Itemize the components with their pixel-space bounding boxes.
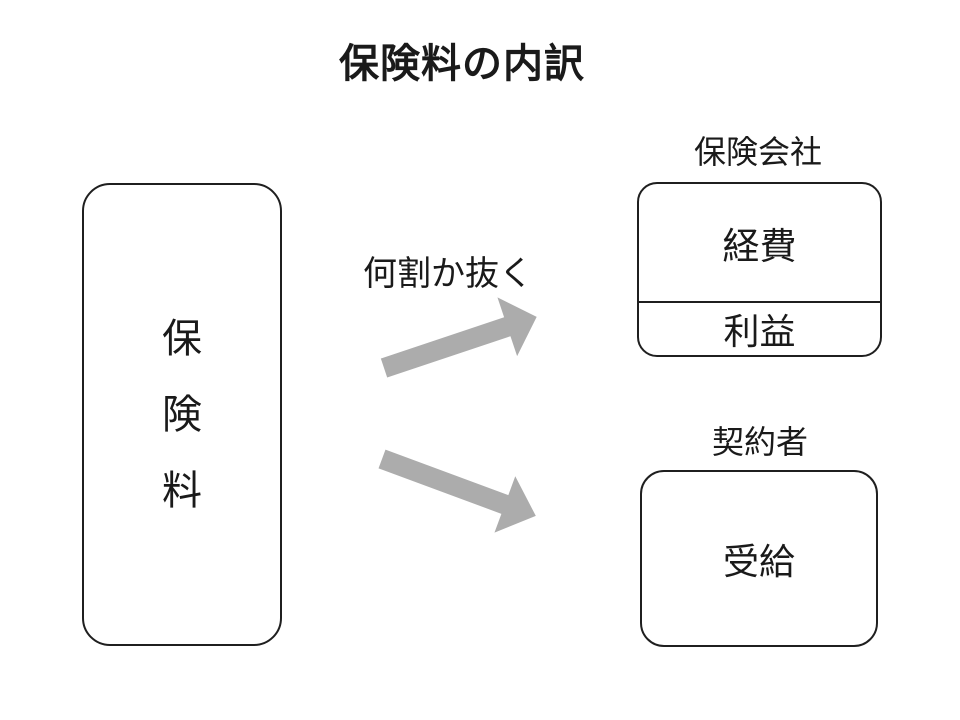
insurance-company-box: 経費 利益 [637, 182, 882, 357]
insurance-company-caption: 保険会社 [693, 134, 823, 170]
page-title: 保険料の内訳 [339, 42, 585, 86]
premium-box: 保険料 [82, 183, 282, 646]
benefit-cell: 受給 [722, 540, 795, 582]
policyholder-box: 受給 [640, 470, 878, 647]
expenses-cell: 経費 [722, 225, 797, 267]
profit-cell: 利益 [639, 301, 880, 355]
arrow-to-insurance-company-icon [380, 297, 537, 378]
arrow-caption: 何割か抜く [363, 255, 533, 293]
policyholder-caption: 契約者 [711, 424, 809, 460]
arrow-to-policyholder-icon [378, 449, 536, 533]
premium-label: 保険料 [162, 316, 202, 513]
